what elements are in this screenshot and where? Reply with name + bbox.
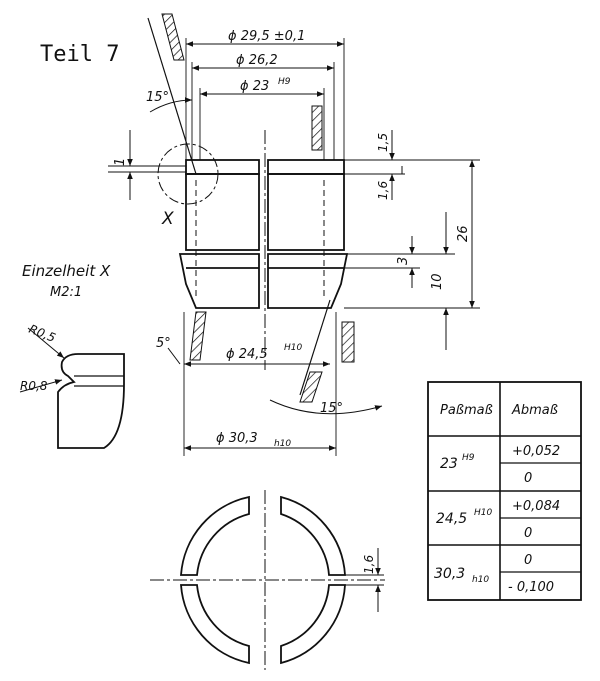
plan-view: 1,6 [150, 490, 385, 670]
detail-profile [57, 353, 125, 449]
dim-tolerance-h10-lower: h10 [274, 439, 291, 449]
left-half-body [178, 159, 260, 309]
table-upper-2: +0,084 [512, 499, 560, 514]
table-upper-1: +0,052 [512, 444, 560, 459]
section-label-x: X [161, 209, 174, 229]
dim-diameter-30-3: ϕ 30,3 [216, 431, 258, 446]
detail-label: Einzelheit X [22, 262, 111, 280]
table-tol-h9: H9 [462, 453, 475, 463]
dim-diameter-26-2: ϕ 26,2 [236, 53, 278, 68]
dim-height-1: 1 [113, 158, 128, 166]
table-tol-h10-lower: h10 [472, 575, 489, 585]
table-header-passmass: Paßmaß [440, 403, 493, 418]
angle-15-top: 15° [146, 90, 169, 105]
table-lower-3: - 0,100 [508, 580, 554, 595]
dim-tolerance-h10-upper: H10 [284, 343, 302, 353]
table-size-23: 23 [440, 456, 458, 472]
table-lower-1: 0 [524, 471, 532, 486]
detail-scale: M2:1 [50, 285, 82, 300]
angle-5: 5° [156, 336, 171, 351]
detail-radius-0-8: R0,8 [20, 379, 48, 393]
dim-diameter-29-5: ϕ 29,5 ±0,1 [228, 29, 305, 44]
dim-tolerance-h9: H9 [278, 77, 291, 87]
table-size-30-3: 30,3 [434, 566, 465, 582]
dim-height-3: 3 [396, 257, 411, 265]
detail-radius-0-5: R0,5 [27, 322, 58, 345]
dim-height-10: 10 [430, 273, 445, 290]
dim-diameter-24-5: ϕ 24,5 [226, 347, 268, 362]
angle-15-bottom: 15° [320, 401, 343, 416]
table-lower-2: 0 [524, 526, 532, 541]
table-header-abmass: Abmaß [511, 403, 558, 418]
table-tol-h10: H10 [474, 508, 492, 518]
drawing-title: Teil 7 [40, 42, 119, 67]
dim-height-1-6: 1,6 [376, 181, 390, 200]
section-view: X [147, 13, 355, 403]
plan-dim-1-6: 1,6 [362, 555, 376, 574]
dim-height-1-5: 1,5 [376, 133, 390, 152]
tolerance-table: Paßmaß Abmaß 23 H9 +0,052 0 24,5 H10 +0,… [427, 381, 582, 601]
dim-diameter-23: ϕ 23 [240, 79, 269, 94]
dimensions: ϕ 29,5 ±0,1 ϕ 26,2 ϕ 23 H9 15° 1,5 1,6 2… [108, 29, 480, 456]
table-size-24-5: 24,5 [436, 511, 467, 527]
right-half-body [267, 159, 349, 309]
detail-circle-x [157, 143, 219, 205]
dim-height-26: 26 [456, 225, 471, 242]
detail-x: Einzelheit X M2:1 R0,5 R0,8 [19, 262, 125, 449]
table-upper-3: 0 [524, 553, 532, 568]
